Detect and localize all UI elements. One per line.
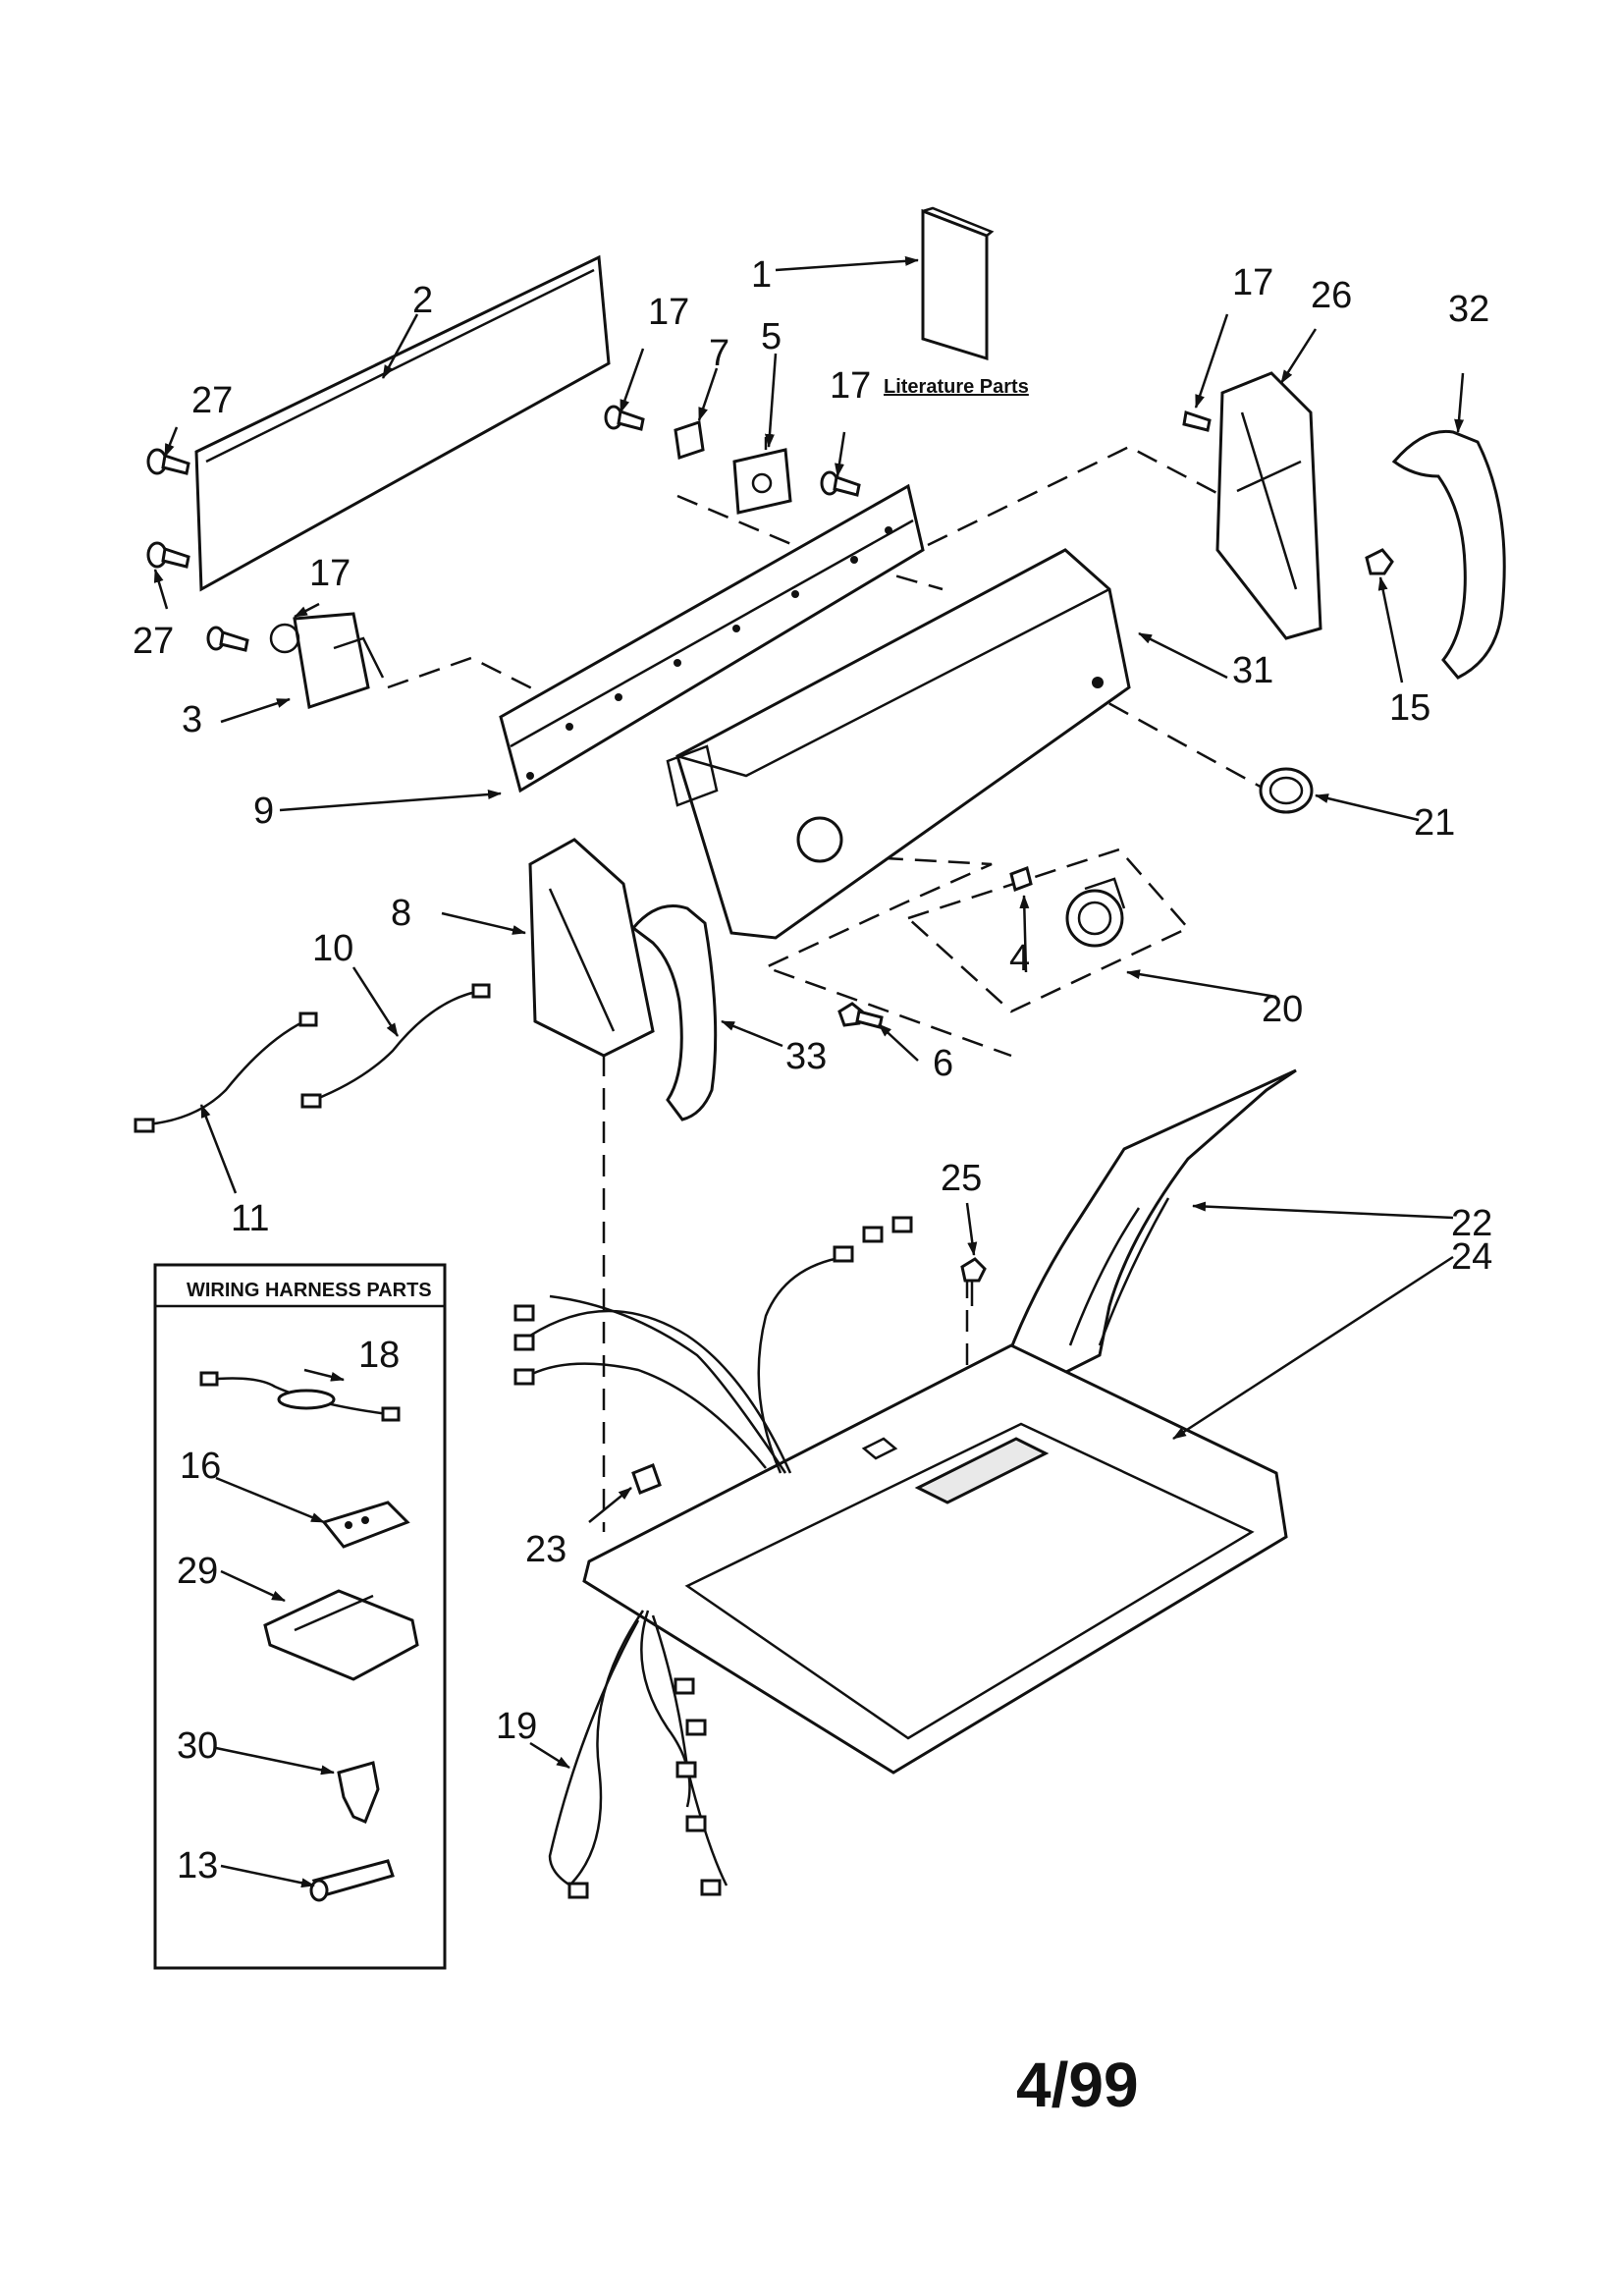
end-cap-cover-33: [630, 904, 718, 1121]
knob-cap-21: [1259, 767, 1314, 814]
bracket-holes: [526, 526, 892, 780]
harness-part-13: [309, 1859, 395, 1902]
end-cap-26: [1215, 371, 1322, 640]
rear-panel: [194, 254, 611, 592]
harness-part-30: [337, 1761, 380, 1824]
callout-31: 31: [1232, 650, 1273, 691]
switch-part: [269, 612, 385, 709]
callout-labels: 1 2 27 27 17 3 9 17 7 5 17 Literature Pa…: [133, 254, 1492, 2120]
wire-11: [134, 1011, 318, 1133]
screw-25: [960, 1257, 987, 1306]
callout-6: 6: [933, 1043, 953, 1084]
callout-5: 5: [761, 316, 782, 357]
callout-27-lower: 27: [133, 621, 174, 662]
callout-17-top: 17: [648, 292, 689, 333]
harness-part-16: [321, 1501, 410, 1549]
callout-25: 25: [941, 1158, 982, 1199]
clip-part-7: [674, 420, 705, 460]
callout-26: 26: [1311, 275, 1352, 316]
literature-booklet: [921, 206, 995, 361]
vent-duct-22: [989, 1068, 1297, 1407]
callout-9: 9: [253, 791, 274, 832]
callout-4: 4: [1009, 938, 1030, 979]
callout-30: 30: [177, 1725, 218, 1767]
callout-17-left: 17: [309, 553, 351, 594]
callout-15: 15: [1389, 687, 1430, 729]
callout-22: 22: [1451, 1203, 1492, 1244]
screw-15: [1365, 548, 1394, 575]
callout-23: 23: [525, 1529, 566, 1570]
callout-21: 21: [1414, 802, 1455, 844]
callout-13: 13: [177, 1845, 218, 1886]
top-panel-24: [582, 1343, 1288, 1775]
callout-11: 11: [231, 1198, 269, 1239]
callout-3: 3: [182, 699, 202, 740]
wiring-harness-19: [548, 1610, 728, 1899]
leader-arrows: [153, 255, 1465, 1888]
harness-part-18: [199, 1371, 401, 1422]
callout-1: 1: [751, 254, 772, 296]
callout-19: 19: [496, 1706, 537, 1747]
callout-33: 33: [785, 1036, 827, 1077]
callout-7: 7: [709, 333, 729, 374]
date-code: 4/99: [1016, 2050, 1139, 2120]
screw-27-lower: [146, 541, 190, 569]
end-cap-cover-32: [1391, 429, 1506, 680]
main-wiring-harness: [513, 1216, 913, 1474]
knob-part-20: [1065, 877, 1126, 948]
callout-32: 32: [1448, 289, 1489, 330]
harness-part-29: [263, 1589, 419, 1681]
control-panel-housing: [666, 548, 1131, 940]
wiring-box-title: WIRING HARNESS PARTS: [187, 1280, 432, 1301]
valve-part-5: [732, 437, 792, 515]
callout-29: 29: [177, 1551, 218, 1592]
screw-17-middle: [820, 470, 861, 497]
callout-16: 16: [180, 1446, 221, 1487]
callout-18: 18: [358, 1335, 400, 1376]
callout-2: 2: [412, 280, 433, 321]
end-cap-8: [528, 838, 655, 1058]
knob-part-4: [1009, 866, 1033, 892]
callout-17-right: 17: [1232, 262, 1273, 303]
callout-24: 24: [1451, 1236, 1492, 1278]
screw-27-upper: [146, 448, 190, 475]
control-bracket: [499, 483, 925, 793]
callout-17-middle: 17: [830, 365, 871, 407]
wiring-harness-parts-box: [153, 1263, 447, 1970]
callout-27-upper: 27: [191, 380, 233, 421]
callout-10: 10: [312, 928, 353, 969]
screw-17-left: [206, 626, 249, 652]
screw-17-right: [1182, 410, 1212, 432]
callout-8: 8: [391, 893, 411, 934]
screw-17-top-left: [604, 405, 645, 431]
grommet-23: [631, 1463, 662, 1495]
callout-20: 20: [1262, 989, 1303, 1030]
wire-10: [300, 983, 491, 1109]
literature-parts-label: Literature Parts: [884, 376, 1029, 398]
